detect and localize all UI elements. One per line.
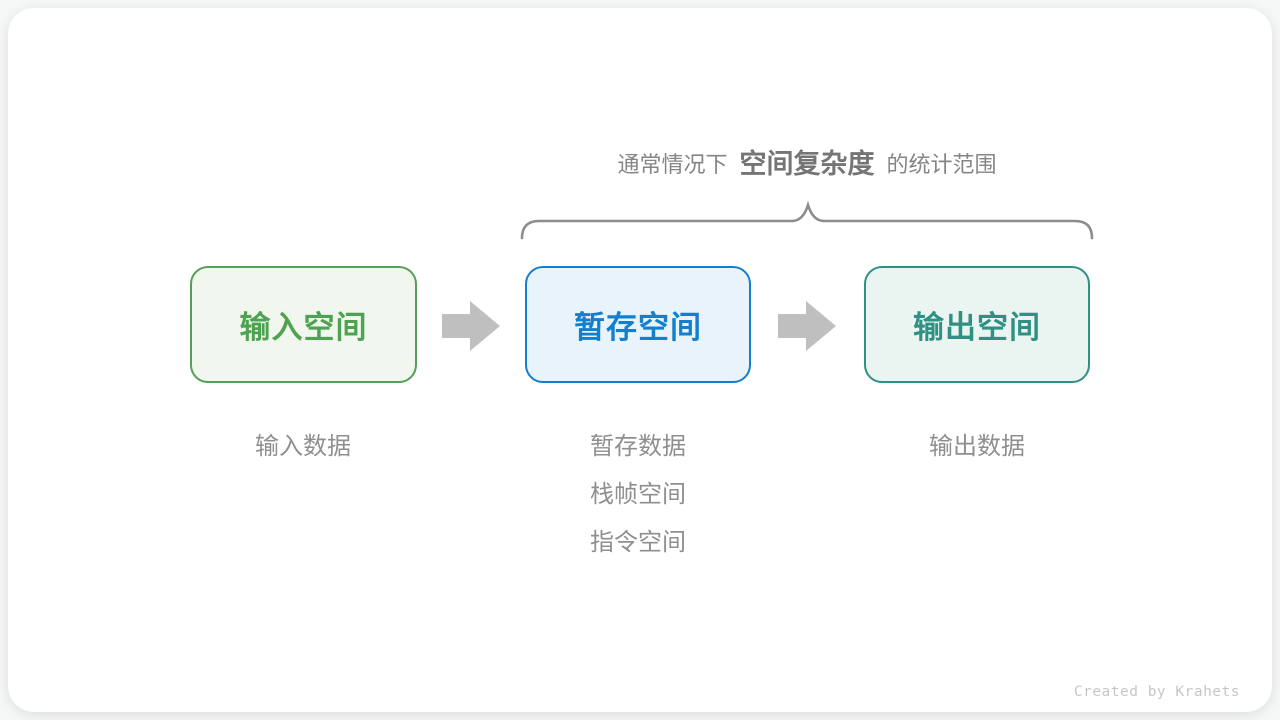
scope-heading-prefix: 通常情况下	[617, 152, 728, 177]
scope-heading-highlight: 空间复杂度	[739, 149, 875, 179]
input-space-label: 输入空间	[239, 310, 368, 345]
temp-space-label: 暂存空间	[574, 310, 702, 345]
caption-line: 输入数据	[255, 433, 351, 460]
caption-line: 暂存数据	[590, 433, 686, 460]
temp-space-box: 暂存空间	[525, 266, 751, 383]
curly-brace-icon	[520, 200, 1094, 240]
caption-line: 指令空间	[590, 529, 686, 556]
arrow-right-icon	[778, 301, 836, 351]
input-captions: 输入数据	[183, 423, 423, 471]
output-space-label: 输出空间	[913, 310, 1041, 345]
output-space-box: 输出空间	[864, 266, 1090, 383]
input-space-box: 输入空间	[190, 266, 417, 383]
caption-line: 栈帧空间	[590, 481, 686, 508]
temp-captions: 暂存数据 栈帧空间 指令空间	[518, 423, 758, 567]
scope-heading: 通常情况下空间复杂度的统计范围	[520, 147, 1094, 182]
caption-line: 输出数据	[929, 433, 1025, 460]
scope-heading-suffix: 的统计范围	[886, 152, 997, 177]
output-captions: 输出数据	[857, 423, 1097, 471]
credit-text: Created by Krahets	[1073, 684, 1240, 700]
arrow-right-icon	[442, 301, 500, 351]
